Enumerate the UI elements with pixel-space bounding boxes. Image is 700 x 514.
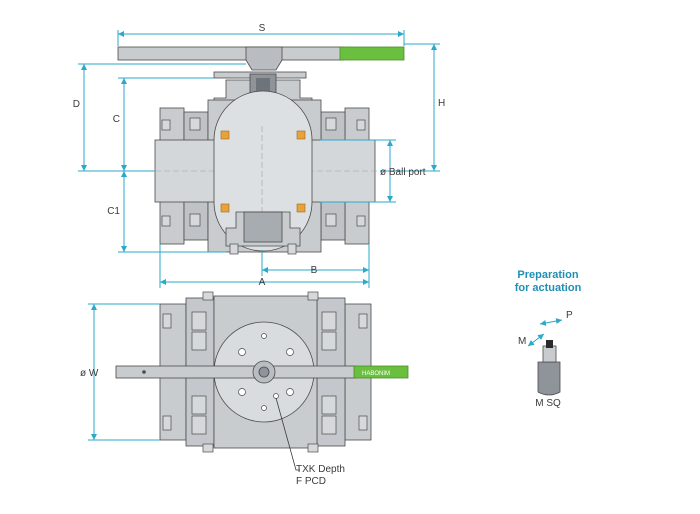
dimensions-top: S D C C1 H ø Ball port B A bbox=[73, 23, 445, 288]
dim-W-label: ø W bbox=[80, 368, 99, 379]
actuation-detail: Preparation for actuation P M M SQ bbox=[515, 269, 582, 409]
plan-bolts bbox=[162, 291, 368, 453]
dim-B-label: B bbox=[311, 265, 318, 276]
handle-bar bbox=[117, 46, 345, 61]
txk-leader bbox=[275, 397, 300, 471]
plan-handle-bar bbox=[115, 365, 357, 379]
prep-heading-line1: Preparation bbox=[517, 269, 578, 281]
handle-grip bbox=[339, 46, 405, 61]
dim-P-label: P bbox=[566, 310, 573, 321]
trunnion-core bbox=[243, 211, 283, 243]
detail-stem bbox=[537, 361, 561, 396]
body-bolts bbox=[161, 117, 366, 227]
handle-brand-text: HABONIM bbox=[362, 371, 390, 377]
msq-label: M SQ bbox=[535, 398, 561, 409]
ball-port-label: ø Ball port bbox=[380, 167, 426, 178]
dim-A-label: A bbox=[259, 277, 266, 288]
dim-C-label: C bbox=[113, 114, 120, 125]
dim-D-label: D bbox=[73, 99, 80, 110]
dim-C1-label: C1 bbox=[107, 206, 120, 217]
handle-hub bbox=[245, 46, 283, 71]
dim-H-label: H bbox=[438, 98, 445, 109]
dim-S-label: S bbox=[259, 23, 266, 34]
trunnion-bolts bbox=[229, 243, 297, 255]
dim-M-label: M bbox=[518, 336, 526, 347]
detail-square bbox=[542, 345, 557, 363]
detail-square-top bbox=[546, 340, 553, 348]
prep-heading-line2: for actuation bbox=[515, 282, 582, 294]
section-view bbox=[117, 46, 405, 255]
txk-depth-label: TXK Depth bbox=[296, 464, 345, 475]
dimensions-plan: ø W TXK Depth F PCD bbox=[80, 303, 345, 487]
f-pcd-label: F PCD bbox=[296, 476, 326, 487]
plan-view: HABONIM bbox=[115, 291, 409, 453]
plan-handle-grip bbox=[353, 365, 409, 379]
seat-rings bbox=[220, 130, 306, 213]
handle-hole bbox=[142, 370, 146, 374]
